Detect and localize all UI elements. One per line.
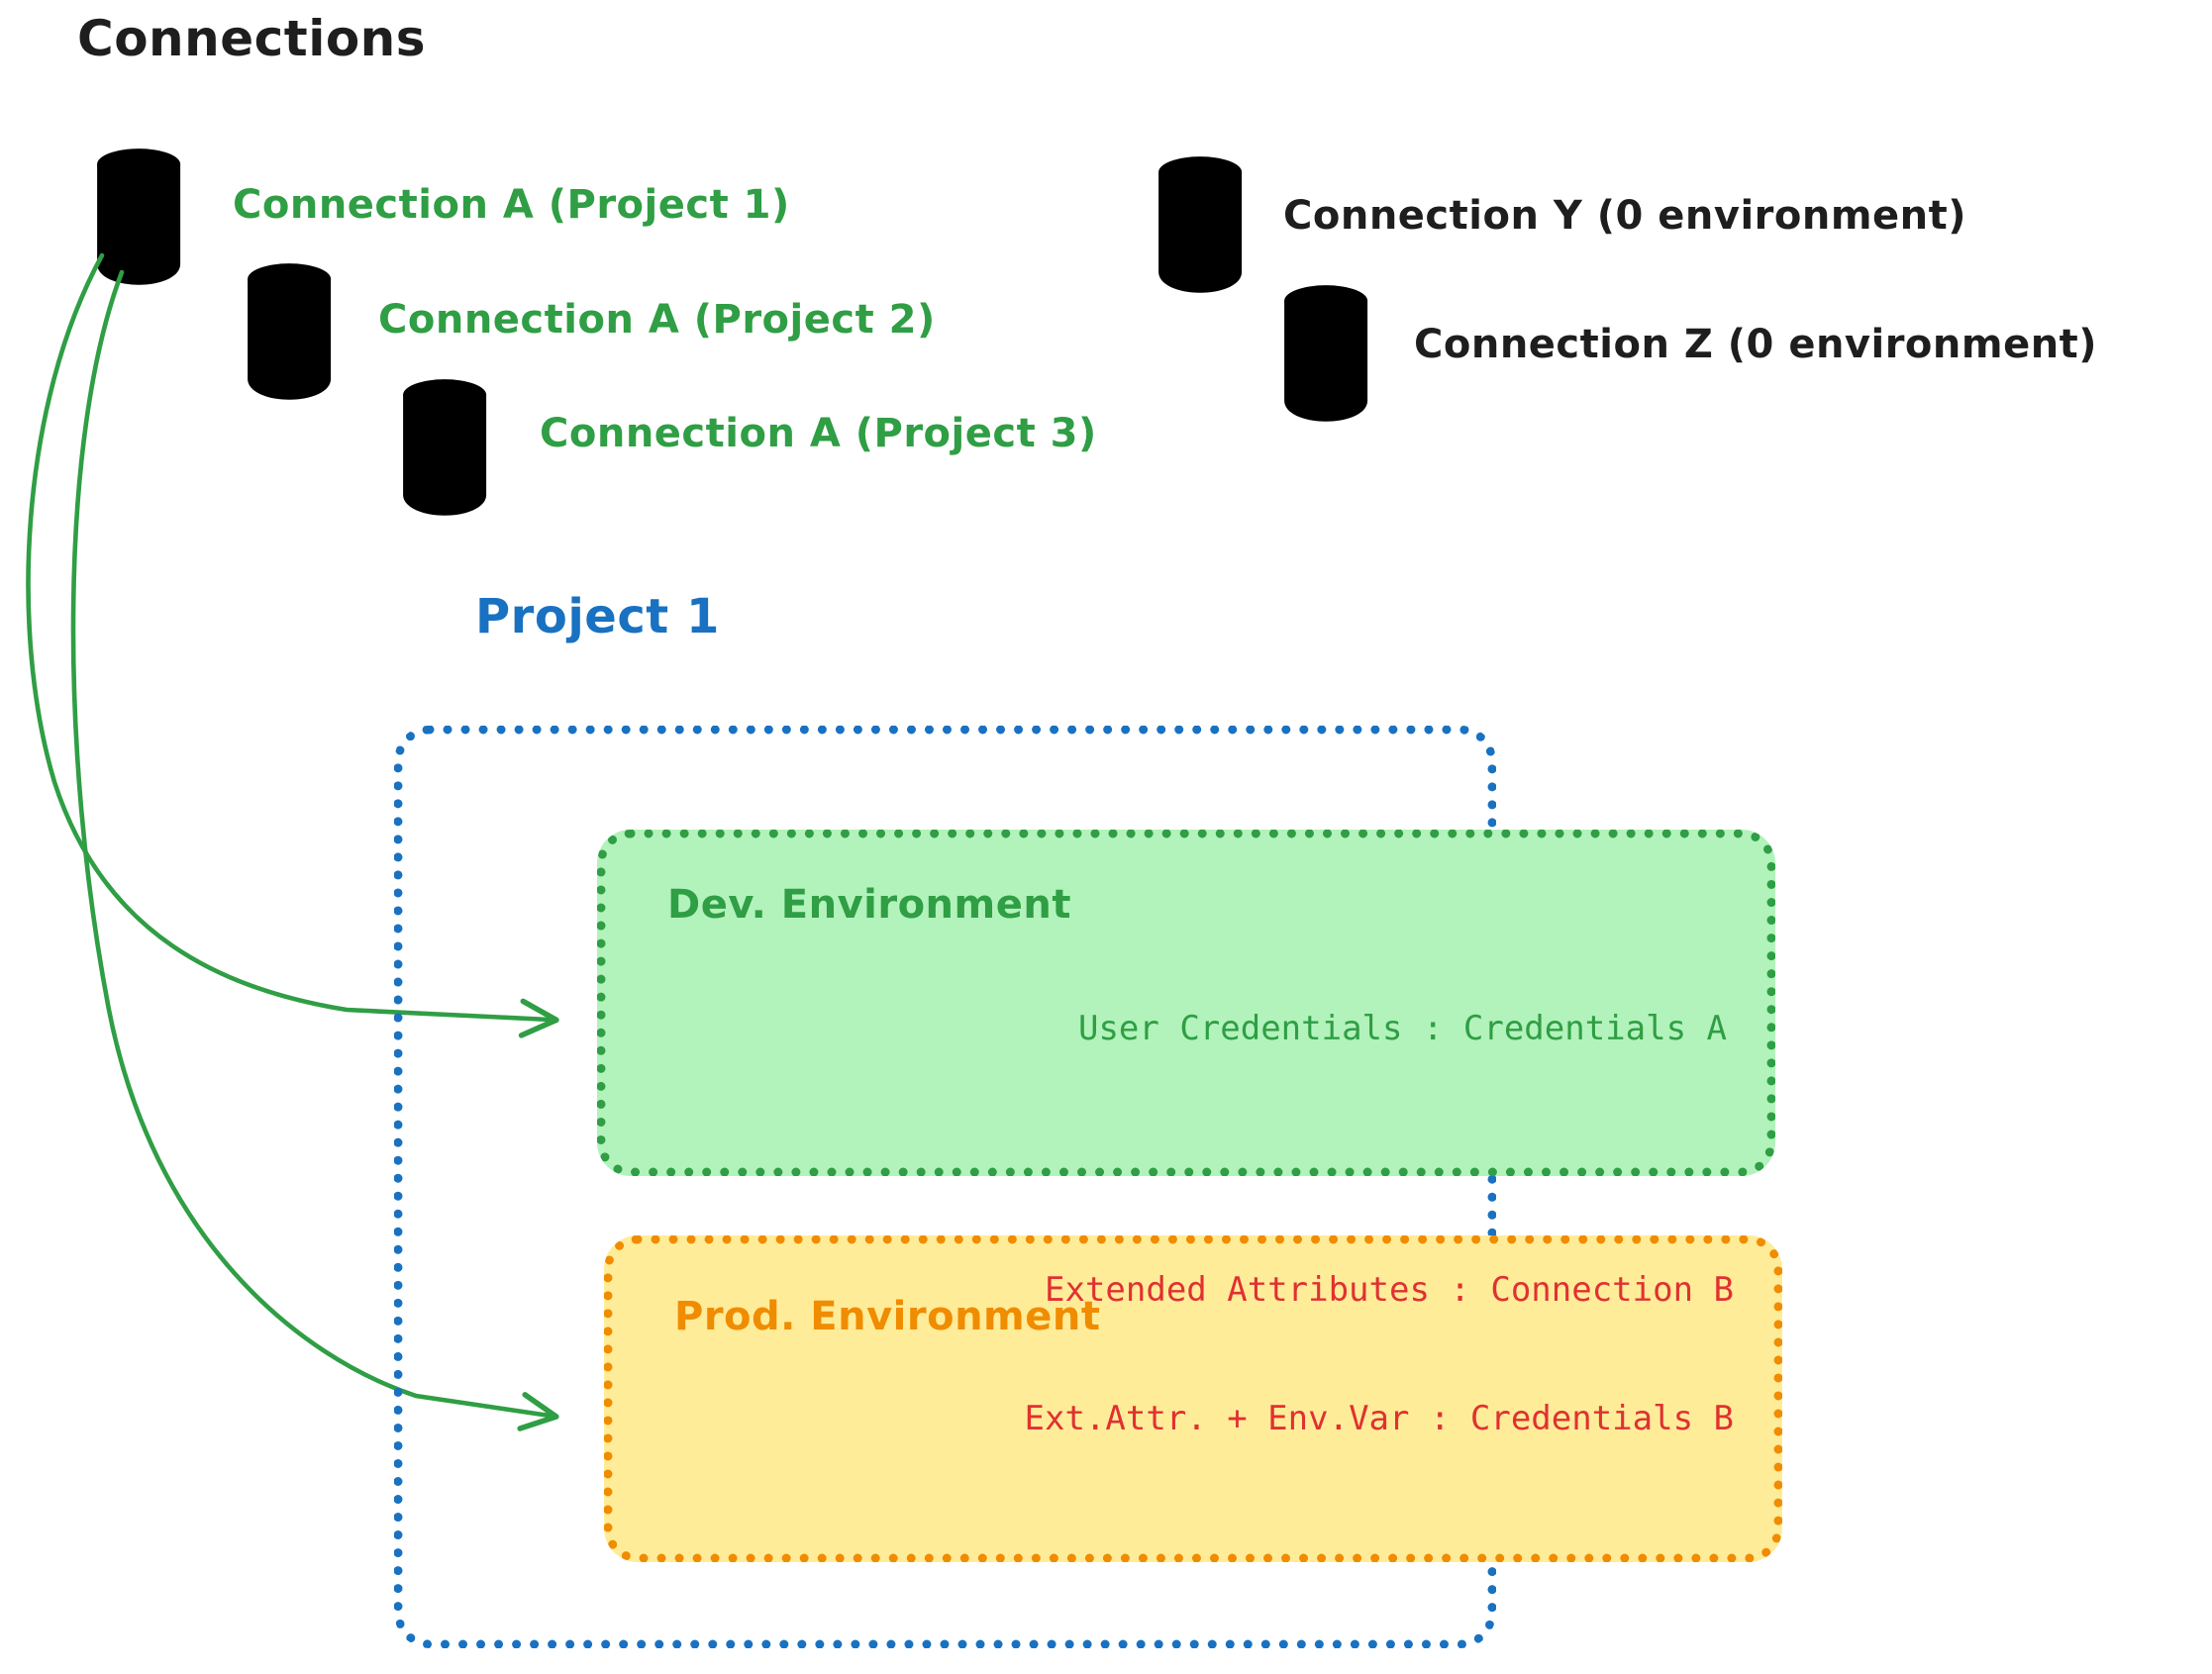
project-title: Project 1 xyxy=(475,589,720,644)
dev-environment-line-1: User Credentials : Credentials A xyxy=(1077,1009,1727,1049)
dev-environment-details: User Credentials : Credentials A xyxy=(1078,922,1727,1137)
database-icon-connection-a-project-1 xyxy=(97,148,181,285)
connection-label-a-project-2: Connection A (Project 2) xyxy=(378,297,936,343)
database-icon-connection-a-project-3 xyxy=(403,379,487,516)
connection-label-a-project-1: Connection A (Project 1) xyxy=(233,182,790,228)
prod-environment-title: Prod. Environment xyxy=(674,1294,1101,1339)
database-icon-connection-y xyxy=(1158,156,1243,293)
prod-environment-line-1: Extended Attributes : Connection B xyxy=(1045,1269,1734,1310)
database-icon-connection-a-project-2 xyxy=(248,263,332,400)
dev-environment-title: Dev. Environment xyxy=(667,882,1071,928)
connection-label-y: Connection Y (0 environment) xyxy=(1283,193,1967,239)
dev-environment-box: Dev. Environment User Credentials : Cred… xyxy=(597,830,1775,1176)
connection-label-z: Connection Z (0 environment) xyxy=(1414,322,2098,367)
database-icon-connection-z xyxy=(1284,285,1368,422)
connection-label-a-project-3: Connection A (Project 3) xyxy=(540,411,1097,456)
project-1-container xyxy=(394,726,1496,1648)
prod-environment-box: Prod. Environment Extended Attributes : … xyxy=(604,1235,1782,1562)
prod-environment-details: Extended Attributes : Connection B Ext.A… xyxy=(1025,1183,1734,1527)
page-title: Connections xyxy=(77,10,427,67)
prod-environment-line-2: Ext.Attr. + Env.Var : Credentials B xyxy=(1024,1399,1734,1439)
